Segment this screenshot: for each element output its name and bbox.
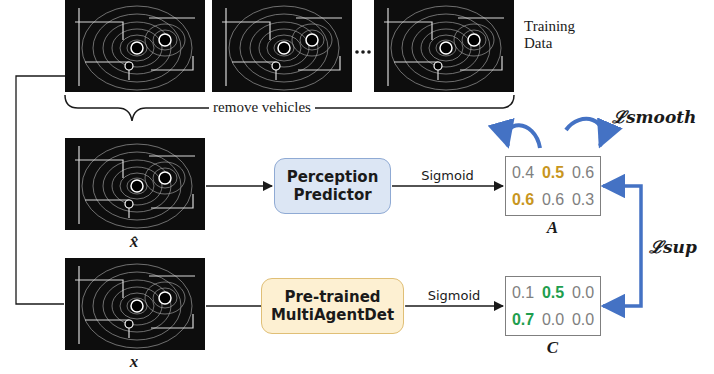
matrix-cell: 0.0 <box>572 311 594 329</box>
smooth-loop-arrow <box>507 125 540 148</box>
process-box: Pre-trained MultiAgentDet <box>261 278 404 334</box>
matrix-cell: 0.6 <box>572 164 594 182</box>
matrix-name: C <box>547 338 558 358</box>
lidar-image <box>65 258 205 350</box>
matrix-cell: 0.6 <box>542 191 564 209</box>
matrix-cell: 0.0 <box>542 311 564 329</box>
matrix-cell: 0.7 <box>512 311 534 329</box>
matrix-cell: 0.0 <box>572 284 594 302</box>
matrix-cell: 0.3 <box>572 191 594 209</box>
ellipsis-dots <box>355 50 371 54</box>
matrix-box: 0.40.50.60.60.60.3A <box>505 156 601 216</box>
connector-arrow <box>405 305 503 306</box>
leader-line <box>16 76 65 304</box>
lidar-image <box>212 0 352 92</box>
smooth-loop-arrow <box>566 119 603 146</box>
connector-arrow <box>392 185 503 186</box>
box-label: Perception Predictor <box>283 168 382 204</box>
lidar-image <box>65 138 205 230</box>
input-name: x̂ <box>130 232 139 252</box>
matrix-cell: 0.1 <box>512 284 534 302</box>
matrix-box: 0.10.50.00.70.00.0C <box>505 276 601 336</box>
matrix-cell: 0.6 <box>512 191 534 209</box>
matrix-cell: 0.5 <box>542 164 564 182</box>
input-arrow <box>206 185 272 186</box>
input-name: x <box>130 352 139 372</box>
box-label: Pre-trained MultiAgentDet <box>270 288 395 324</box>
edge-label: Sigmoid <box>419 168 476 183</box>
matrix-cell: 0.4 <box>512 164 534 182</box>
edge-label: ℒsup <box>647 235 699 258</box>
section-label: Training Data <box>524 18 594 53</box>
matrix-name: A <box>547 218 558 238</box>
process-box: Perception Predictor <box>274 158 391 214</box>
step-label: remove vehicles <box>209 99 315 116</box>
loss-label: ℒsmooth <box>612 108 696 128</box>
matrix-cell: 0.5 <box>542 284 564 302</box>
lidar-image <box>374 0 514 92</box>
lidar-image <box>65 0 205 92</box>
connector-arrow <box>603 186 641 306</box>
edge-label: Sigmoid <box>426 288 483 303</box>
brace <box>65 95 514 121</box>
